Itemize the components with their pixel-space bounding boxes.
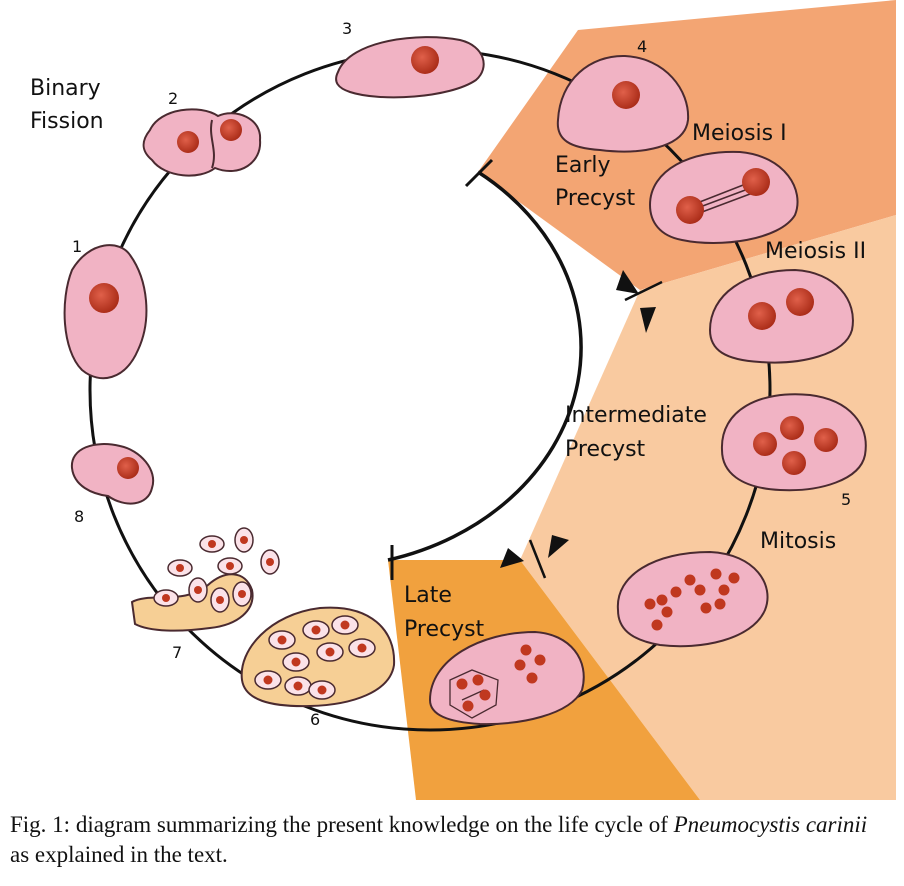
arrow-head-late [500,548,524,568]
label-late: Late [404,583,452,608]
arrow-head-early [616,270,639,294]
arrow-head-intermediate-2 [548,535,569,558]
label-intermediate-precyst: Precyst [565,437,646,462]
caption-suffix: as explained in the text. [10,842,228,867]
label-intermediate: Intermediate [565,403,707,428]
stage-number-1: 1 [72,237,82,256]
trophic-form-stage-3 [335,36,485,99]
late-precyst-cell [428,630,585,726]
trophic-form-stage-8 [70,443,155,505]
trophic-form-stage-1 [63,244,148,380]
stage-number-3: 3 [342,19,352,38]
stage-number-7: 7 [172,643,182,662]
caption-species: Pneumocystis carinii [673,812,868,837]
stage-number-8: 8 [74,507,84,526]
early-precyst-stage-4 [556,54,690,153]
mitosis-cell [616,550,769,648]
meiosis-one-cell [648,150,799,244]
arc-divider-early [624,280,663,302]
inner-phase-arc [387,170,583,562]
mature-cyst-stage-6 [240,606,396,708]
caption-prefix: Fig. 1: diagram summarizing the present … [10,812,674,837]
label-early-precyst: Precyst [555,186,636,211]
label-meiosis-two: Meiosis II [765,239,866,264]
arc-start-tick [464,158,494,188]
stage-number-6: 6 [310,710,320,729]
stage-number-4: 4 [637,37,647,56]
figure-caption: Fig. 1: diagram summarizing the present … [10,810,890,870]
meiosis-two-cell [708,268,854,364]
intermediate-precyst-stage-5 [720,393,867,492]
arc-divider-late [528,539,547,579]
label-mitosis: Mitosis [760,529,836,554]
label-late-precyst: Precyst [404,617,485,642]
label-early: Early [555,153,611,178]
label-fission: Fission [30,109,104,134]
stage-number-5: 5 [841,490,851,509]
life-cycle-diagram: Binary Fission Meiosis I Early Precyst M… [30,0,896,800]
stage-number-2: 2 [168,89,178,108]
arrow-head-intermediate-1 [640,307,656,333]
ruptured-cyst-stage-7 [130,527,280,632]
binary-fission-stage-2 [142,108,262,177]
label-binary: Binary [30,76,101,101]
label-meiosis-one: Meiosis I [692,121,787,146]
